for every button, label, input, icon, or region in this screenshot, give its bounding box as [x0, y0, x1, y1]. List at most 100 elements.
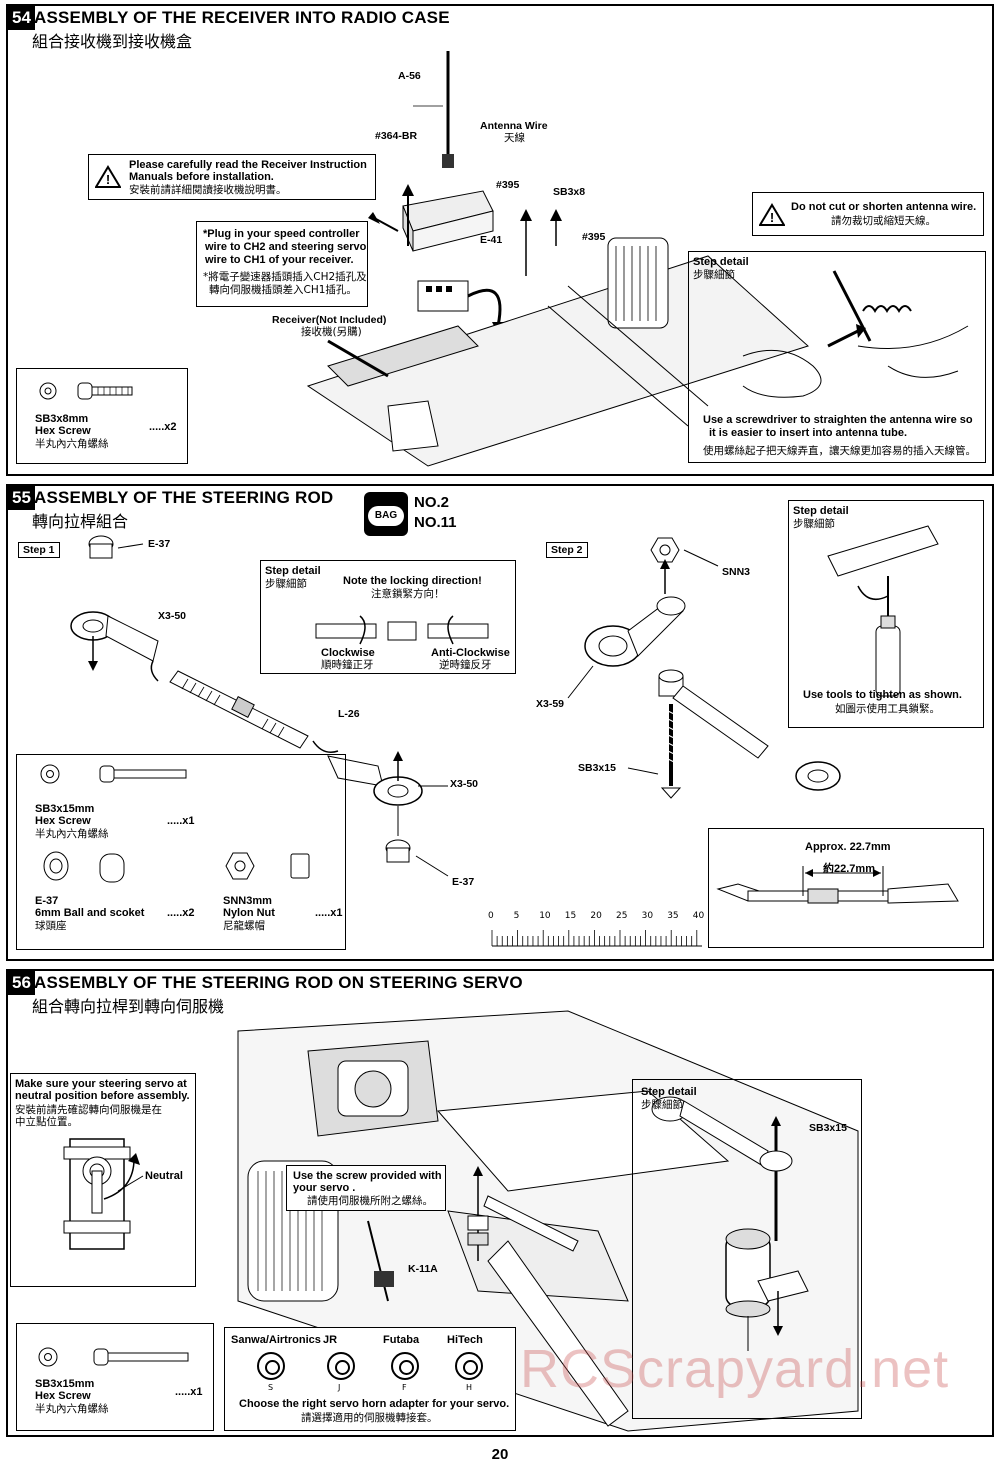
tool-detail-title: Step detail — [793, 505, 849, 517]
screw-note-2: your servo . — [293, 1182, 356, 1194]
part-qty: .....x2 — [167, 907, 195, 919]
section-title-cn: 組合轉向拉桿到轉向伺服機 — [32, 997, 225, 1016]
bag-number-1: NO.2 — [414, 494, 450, 511]
servo-note-1: Make sure your steering servo at — [15, 1078, 187, 1090]
label-antenna-wire-cn: 天線 — [504, 132, 525, 144]
part-cn: 半丸內六角螺絲 — [35, 1403, 109, 1415]
plug-note-cn-2: 轉向伺服機插頭差入CH1插孔。 — [209, 284, 357, 296]
servo-horn-adapter-icon — [327, 1352, 355, 1380]
parts-box: SB3x15mm Hex Screw 半丸內六角螺絲 .....x1 E-37 … — [16, 754, 346, 950]
brand-name: Sanwa/Airtronics — [231, 1334, 321, 1346]
servo-neutral-box: Make sure your steering servo at neutral… — [10, 1073, 196, 1287]
part-cn: 球頭座 — [35, 920, 67, 932]
part-desc: Nylon Nut — [223, 907, 275, 919]
part-name: SB3x15mm — [35, 1378, 95, 1390]
servo-horn-adapter-icon — [455, 1352, 483, 1380]
section-title: ASSEMBLY OF THE STEERING ROD ON STEERING… — [34, 973, 523, 992]
ruler-label: 0 — [488, 911, 494, 921]
step-number: 56 — [8, 971, 35, 995]
part-qty: .....x1 — [175, 1386, 203, 1398]
plug-note-3: wire to CH1 of your receiver. — [205, 254, 354, 266]
part-cn: 半丸內六角螺絲 — [35, 828, 109, 840]
warning-icon: ! — [95, 165, 121, 188]
servo-horn-adapter-icon — [257, 1352, 285, 1380]
part-qty: .....x1 — [315, 907, 343, 919]
brand-name: JR — [323, 1334, 338, 1346]
antenna-warning-text-cn: 請勿裁切或縮短天線。 — [831, 215, 936, 227]
horn-note-cn: 請選擇適用的伺服機轉接套。 — [301, 1412, 438, 1424]
step-detail-title: Step detail — [693, 256, 749, 268]
step-number: 54 — [8, 6, 35, 30]
warning-text-cn: 安裝前請詳細閱讀接收機說明書。 — [129, 184, 287, 196]
label-sb3x15: SB3x15 — [578, 762, 616, 774]
detail-title: Step detail — [641, 1086, 697, 1098]
servo-assembly-illustration — [38, 1010, 859, 1432]
ruler-label: 40 — [692, 911, 705, 921]
warning-text-1: Please carefully read the Receiver Instr… — [129, 159, 367, 171]
steering-rod-illustration — [40, 525, 959, 947]
label-receiver: Receiver(Not Included) — [272, 314, 387, 326]
tool-detail-box: Step detail 步驟細節 Use tools to tighten as… — [788, 500, 984, 728]
anticlockwise-label: Anti-Clockwise — [431, 647, 510, 659]
step-detail-box: Step detail 步驟細節 Use a screwdriver to st… — [688, 251, 986, 463]
brand-name: Futaba — [383, 1334, 420, 1346]
svg-text:!: ! — [106, 172, 110, 187]
tool-note: Use tools to tighten as shown. — [803, 689, 962, 701]
detail-title: Step detail — [265, 565, 321, 577]
detail-title-cn: 步驟細節 — [265, 578, 307, 590]
antenna-warning-box: ! Do not cut or shorten antenna wire. 請勿… — [752, 192, 984, 236]
label-364br: #364-BR — [375, 130, 418, 142]
label-snn3: SNN3 — [722, 566, 751, 578]
label-x359: X3-59 — [536, 698, 565, 710]
svg-text:!: ! — [770, 210, 774, 225]
brand-letter: J — [338, 1383, 341, 1392]
section-55: 55 ASSEMBLY OF THE STEERING ROD 轉向拉桿組合 B… — [6, 484, 994, 961]
antenna-warning-text: Do not cut or shorten antenna wire. — [791, 201, 977, 213]
part-name: SB3x15mm — [35, 803, 95, 815]
label-395-b: #395 — [582, 231, 606, 243]
section-56: 56 ASSEMBLY OF THE STEERING ROD ON STEER… — [6, 969, 994, 1437]
tool-note-cn: 如圖示使用工具鎖緊。 — [835, 703, 940, 715]
brand-letter: S — [268, 1383, 274, 1392]
clockwise-label: Clockwise — [321, 647, 375, 659]
label-x350-bottom: X3-50 — [450, 778, 479, 790]
locking-note-cn: 注意鎖緊方向！ — [371, 588, 445, 600]
length-detail-box: Approx. 22.7mm 約22.7mm — [708, 828, 984, 948]
label-k11a: K-11A — [408, 1263, 438, 1275]
step-1-tag: Step 1 — [18, 542, 60, 558]
label-e41: E-41 — [480, 234, 503, 246]
ruler-label: 30 — [641, 911, 654, 921]
section-title-cn: 轉向拉桿組合 — [32, 512, 129, 531]
part-desc: Hex Screw — [35, 1390, 91, 1402]
clockwise-label-cn: 順時鐘正牙 — [321, 659, 374, 671]
horn-note: Choose the right servo horn adapter for … — [239, 1398, 510, 1410]
install-warning-box: ! Please carefully read the Receiver Ins… — [88, 154, 376, 200]
ruler-label: 25 — [616, 911, 628, 921]
bag-label: BAG — [368, 506, 404, 526]
part-name: SB3x8mm — [35, 413, 89, 425]
label-e37-bottom: E-37 — [452, 876, 475, 888]
label-l26: L-26 — [338, 708, 360, 720]
plug-note-1: *Plug in your speed controller — [203, 228, 360, 240]
brand-letter: H — [466, 1383, 473, 1392]
step-number: 55 — [8, 486, 35, 510]
locking-detail-box: Step detail 步驟細節 Note the locking direct… — [260, 560, 516, 674]
part-desc: Hex Screw — [35, 425, 91, 437]
plug-note-2: wire to CH2 and steering servo — [205, 241, 367, 253]
part-desc: 6mm Ball and scoket — [35, 907, 145, 919]
servo-note-cn-2: 中立點位置。 — [15, 1116, 78, 1128]
page-number: 20 — [491, 1446, 509, 1463]
part-cn: 尼龍螺帽 — [223, 920, 265, 932]
label-e37-top: E-37 — [148, 538, 171, 550]
part-qty: .....x1 — [167, 815, 195, 827]
ruler-label: 20 — [590, 911, 602, 921]
servo-note-cn-1: 安裝前請先確認轉向伺服機是在 — [15, 1104, 162, 1116]
parts-box: SB3x15mm Hex Screw 半丸內六角螺絲 .....x1 — [16, 1323, 214, 1431]
plug-note-cn-1: *將電子變速器插頭插入CH2插孔及 — [203, 271, 367, 283]
servo-horn-adapter-icon — [391, 1352, 419, 1380]
part-qty: .....x2 — [149, 421, 177, 433]
step-note-cn: 使用螺絲起子把天線弄直，讓天線更加容易的插入天線管。 — [703, 445, 976, 457]
parts-box: SB3x8mm Hex Screw 半丸內六角螺絲 .....x2 — [16, 368, 188, 464]
label-a56: A-56 — [398, 70, 421, 82]
